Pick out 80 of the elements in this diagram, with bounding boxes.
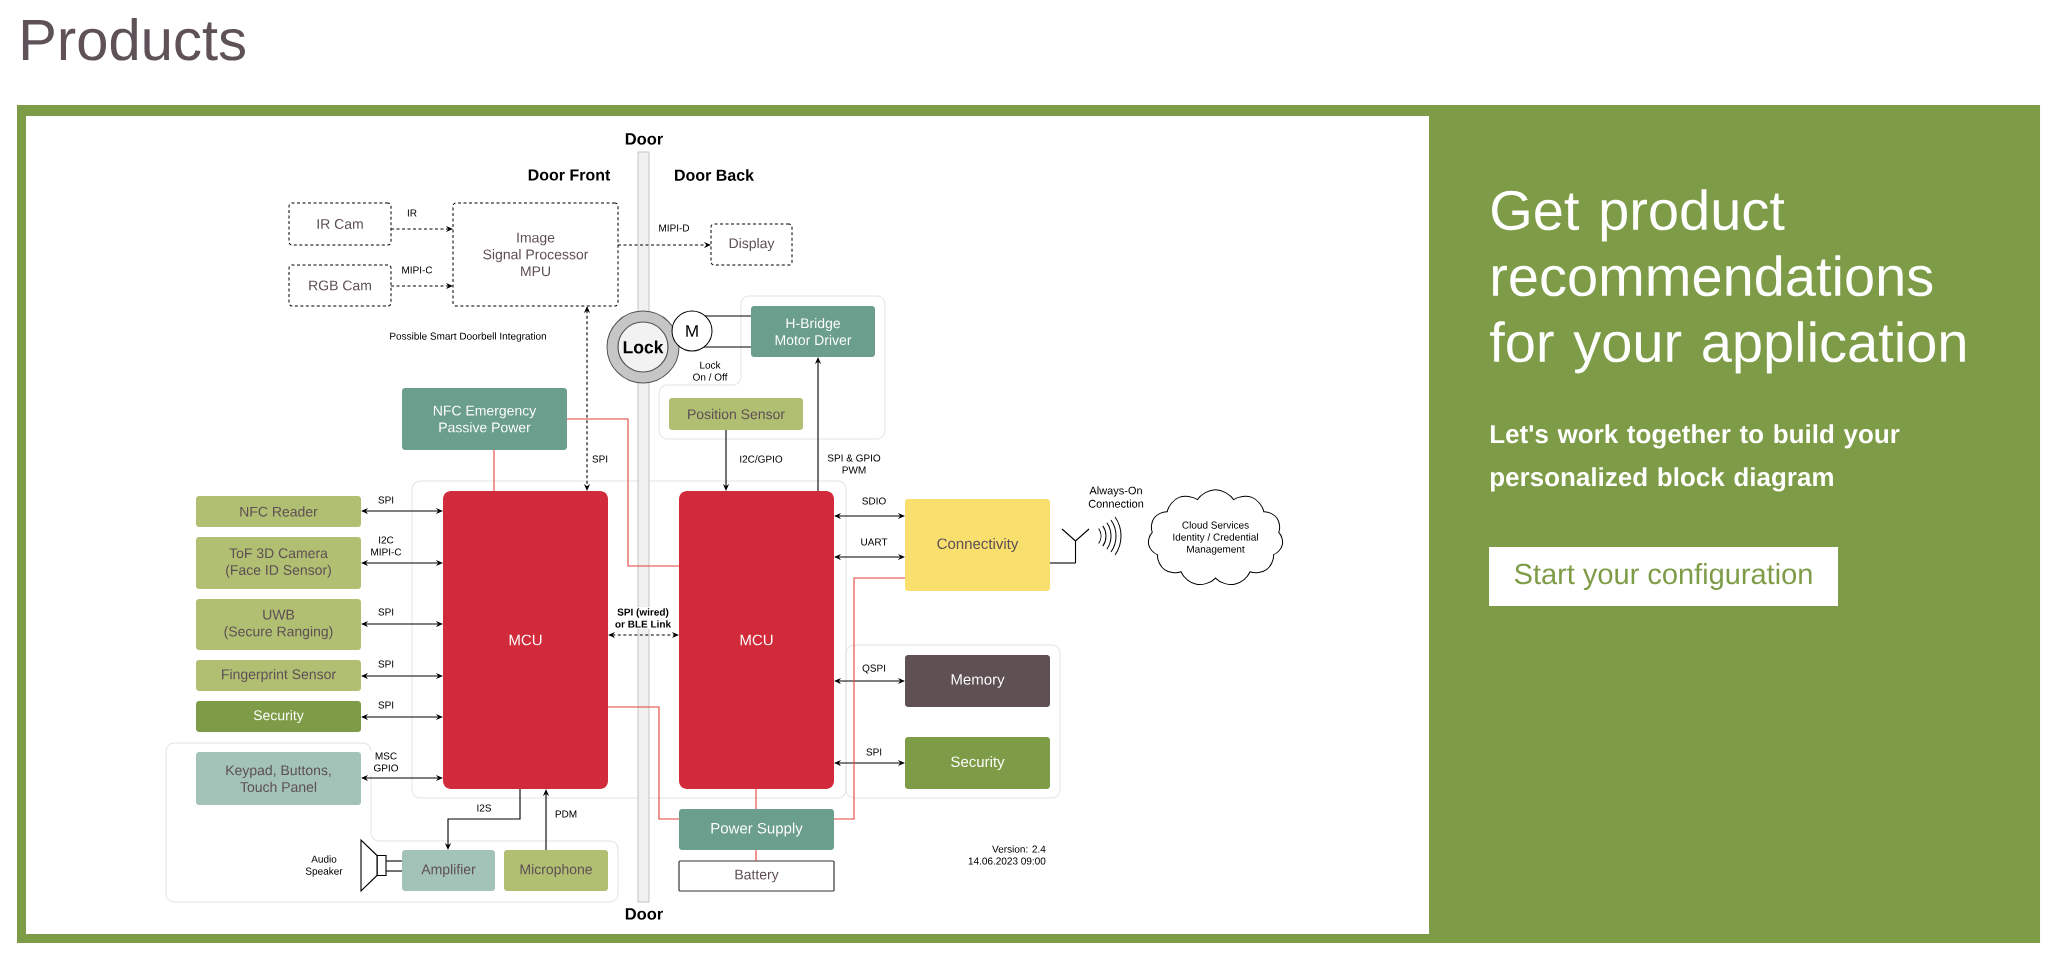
block-box: Connectivity	[905, 499, 1050, 591]
edge-label: MIPI-C	[400, 265, 434, 275]
arrow	[834, 512, 905, 520]
panel-heading: Get product recommendations for your application	[1490, 189, 1965, 374]
zone-heading: Door Front	[528, 169, 611, 181]
arrow	[361, 507, 443, 515]
arrow	[361, 774, 443, 782]
edge-label: SPI	[590, 454, 610, 464]
block-box: UWB (Secure Ranging)	[196, 599, 361, 650]
door-label: Door	[625, 908, 663, 920]
dashed-box: Image Signal Processor MPU	[452, 202, 619, 307]
block-box: Fingerprint Sensor	[196, 660, 361, 691]
door-label: Door	[625, 133, 663, 145]
zone-heading: Door Back	[675, 169, 754, 181]
caption-text: Audio Speaker	[305, 855, 343, 877]
edge-label: SDIO	[860, 496, 888, 506]
panel-subheading: Let's work together to build your personalized block diagram	[1490, 424, 1900, 492]
arrow	[834, 759, 905, 767]
note-text: Possible Smart Doorbell Integration	[390, 332, 546, 342]
block-box: Position Sensor	[669, 398, 803, 430]
edge-label: IR	[406, 208, 418, 218]
version-text: Version: 2.4	[992, 845, 1046, 853]
edge-label: MSC GPIO	[368, 751, 404, 773]
edge-label: PDM	[553, 809, 579, 819]
connector-line	[755, 788, 757, 810]
block-box: Microphone	[504, 850, 608, 891]
outline-box: Battery	[678, 860, 835, 892]
connector-line	[1049, 562, 1077, 564]
edge-label: SPI	[864, 747, 884, 757]
page-title: Products	[22, 17, 245, 61]
block-box: NFC Emergency Passive Power	[402, 388, 567, 450]
edge-label: MIPI-D	[657, 223, 691, 233]
block-box: Security	[196, 701, 361, 732]
arrow	[834, 553, 905, 561]
connector-line	[703, 346, 752, 348]
edge-label: SPI & GPIO PWM	[821, 453, 887, 475]
start-button: Start your configuration	[1489, 547, 1839, 606]
arrow	[583, 306, 591, 491]
mcu-block: MCU	[443, 491, 608, 789]
connector-line	[833, 577, 906, 820]
edge-label: SPI	[376, 495, 396, 505]
connector-line	[607, 706, 680, 820]
connector-line	[704, 315, 752, 317]
edge-label: I2C/GPIO	[738, 454, 784, 464]
note-text: Always-On Connection	[1088, 486, 1144, 508]
version-text: 14.06.2023 09:00	[968, 857, 1046, 865]
dashed-box: Display	[710, 223, 793, 266]
block-box: NFC Reader	[196, 496, 361, 527]
connector-line	[385, 870, 403, 872]
edge-label: SPI	[376, 607, 396, 617]
arrow	[361, 672, 443, 680]
dashed-box: IR Cam	[288, 202, 392, 246]
edge-label: QSPI	[861, 663, 887, 675]
block-box: ToF 3D Camera (Face ID Sensor)	[196, 537, 361, 589]
edge-label: UART	[859, 537, 889, 547]
connector-line	[566, 418, 680, 567]
dashed-box: RGB Cam	[288, 264, 392, 307]
edge-label: I2S	[475, 803, 493, 813]
block-box: Power Supply	[679, 809, 834, 850]
arrow	[361, 713, 443, 721]
edge-label: SPI	[376, 659, 396, 669]
connector-line	[493, 449, 495, 492]
antenna-icon	[1061, 528, 1090, 564]
connector-line	[755, 849, 757, 862]
block-box: Security	[905, 737, 1050, 789]
speaker-icon	[360, 838, 387, 893]
mcu-block: MCU	[679, 491, 834, 789]
arrow	[361, 559, 443, 567]
caption-text: Lock On / Off	[693, 361, 728, 381]
edge-label: SPI	[376, 700, 396, 710]
block-box: Amplifier	[402, 850, 495, 891]
arrow	[361, 620, 443, 628]
edge-label: SPI (wired) or BLE Link	[610, 607, 676, 629]
block-box: H-Bridge Motor Driver	[751, 306, 875, 357]
block-box: Keypad, Buttons, Touch Panel	[196, 752, 361, 805]
arrow	[608, 631, 679, 639]
connector-line	[385, 860, 403, 862]
edge-label: I2C MIPI-C	[367, 535, 405, 557]
block-box: Memory	[905, 655, 1050, 707]
arrow	[834, 677, 905, 685]
